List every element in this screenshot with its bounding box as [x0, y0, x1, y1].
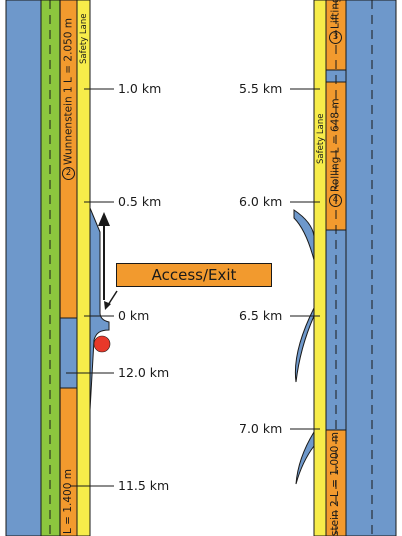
right-outer-lane [345, 0, 397, 536]
arrow-down-left-icon [104, 290, 118, 310]
km-label-left-3: 0 km [118, 308, 150, 323]
left-access-ramp [89, 207, 110, 411]
arrow-up-icon [98, 212, 110, 300]
safety-lane-label-left: Safety Lane [79, 13, 89, 64]
section-text-5: L = 1.400 m [62, 469, 74, 534]
section-label-1: 2 Wunnenstein 1 L = 2.050 m [62, 18, 75, 180]
right-middle-ramp [294, 307, 315, 383]
section-label-5: L = 1.400 m [62, 469, 74, 534]
section-text-1: Wunnenstein 1 L = 2.050 m [62, 17, 75, 165]
km-label-right-4: 7.0 km [239, 421, 283, 436]
access-exit-label: Access/Exit [116, 263, 272, 287]
right-lower-ramp [295, 430, 315, 485]
km-label-left-4: 12.0 km [118, 365, 170, 380]
section-text-6: stein 2 L = 1.000 m [329, 432, 341, 536]
section-label-3: 3 Lifting [329, 0, 342, 44]
section-number-3: 3 [329, 31, 342, 44]
section-label-4: 4 Rolling L = 648 m [329, 98, 342, 207]
section-label-6: stein 2 L = 1.000 m [329, 432, 341, 536]
section-text-3: Lifting [329, 0, 342, 29]
km-ticks [66, 88, 320, 487]
km-label-left-2: 0.5 km [118, 194, 162, 209]
km-label-right-3: 6.5 km [239, 308, 283, 323]
section-text-4: Rolling L = 648 m [329, 98, 342, 192]
section-number-1: 2 [62, 167, 75, 180]
left-safety-lane [76, 0, 91, 536]
left-outer-lane [5, 0, 42, 536]
km-label-left-1: 1.0 km [118, 81, 162, 96]
red-dot-marker-icon [93, 335, 111, 353]
km-label-right-1: 5.5 km [239, 81, 283, 96]
section-number-4: 4 [329, 194, 342, 207]
safety-lane-label-right: Safety Lane [316, 113, 326, 164]
right-safety-lane [313, 0, 327, 536]
right-upper-ramp [293, 209, 315, 261]
left-blue-segment [59, 317, 78, 389]
km-label-right-2: 6.0 km [239, 194, 283, 209]
km-label-left-5: 11.5 km [118, 478, 170, 493]
